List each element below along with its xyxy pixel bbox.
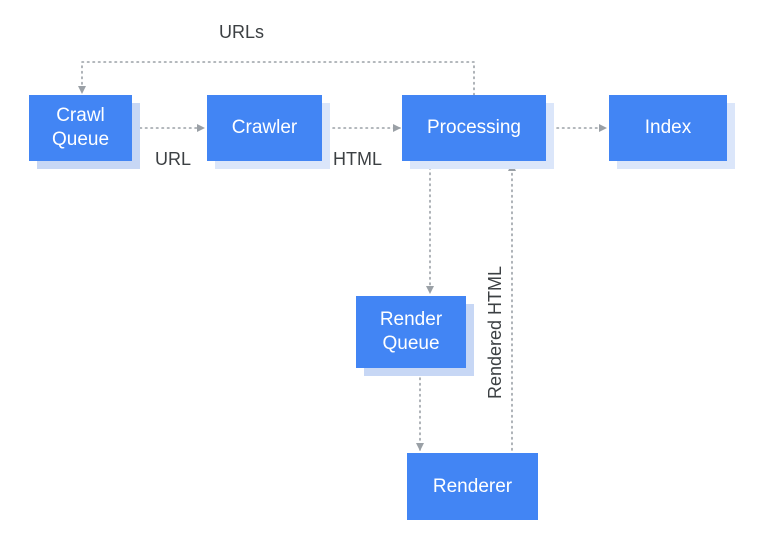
node-crawl-queue: Crawl Queue	[29, 95, 140, 169]
node-index: Index	[609, 95, 735, 169]
arrow-processing-to-crawlqueue	[78, 61, 475, 96]
node-crawler-label: Crawler	[207, 95, 322, 161]
node-renderer: Renderer	[407, 453, 538, 520]
label-html: HTML	[333, 149, 382, 169]
node-processing: Processing	[402, 95, 554, 169]
node-processing-label: Processing	[402, 95, 546, 161]
node-render-queue-label: Render Queue	[356, 296, 466, 368]
label-urls: URLs	[219, 22, 265, 42]
node-crawler: Crawler	[207, 95, 330, 169]
label-rendered-html: Rendered HTML	[485, 265, 505, 399]
node-index-label: Index	[609, 95, 727, 161]
node-crawl-queue-label: Crawl Queue	[29, 95, 132, 161]
label-url: URL	[155, 149, 192, 169]
node-render-queue: Render Queue	[356, 296, 474, 376]
node-renderer-label: Renderer	[407, 453, 538, 520]
